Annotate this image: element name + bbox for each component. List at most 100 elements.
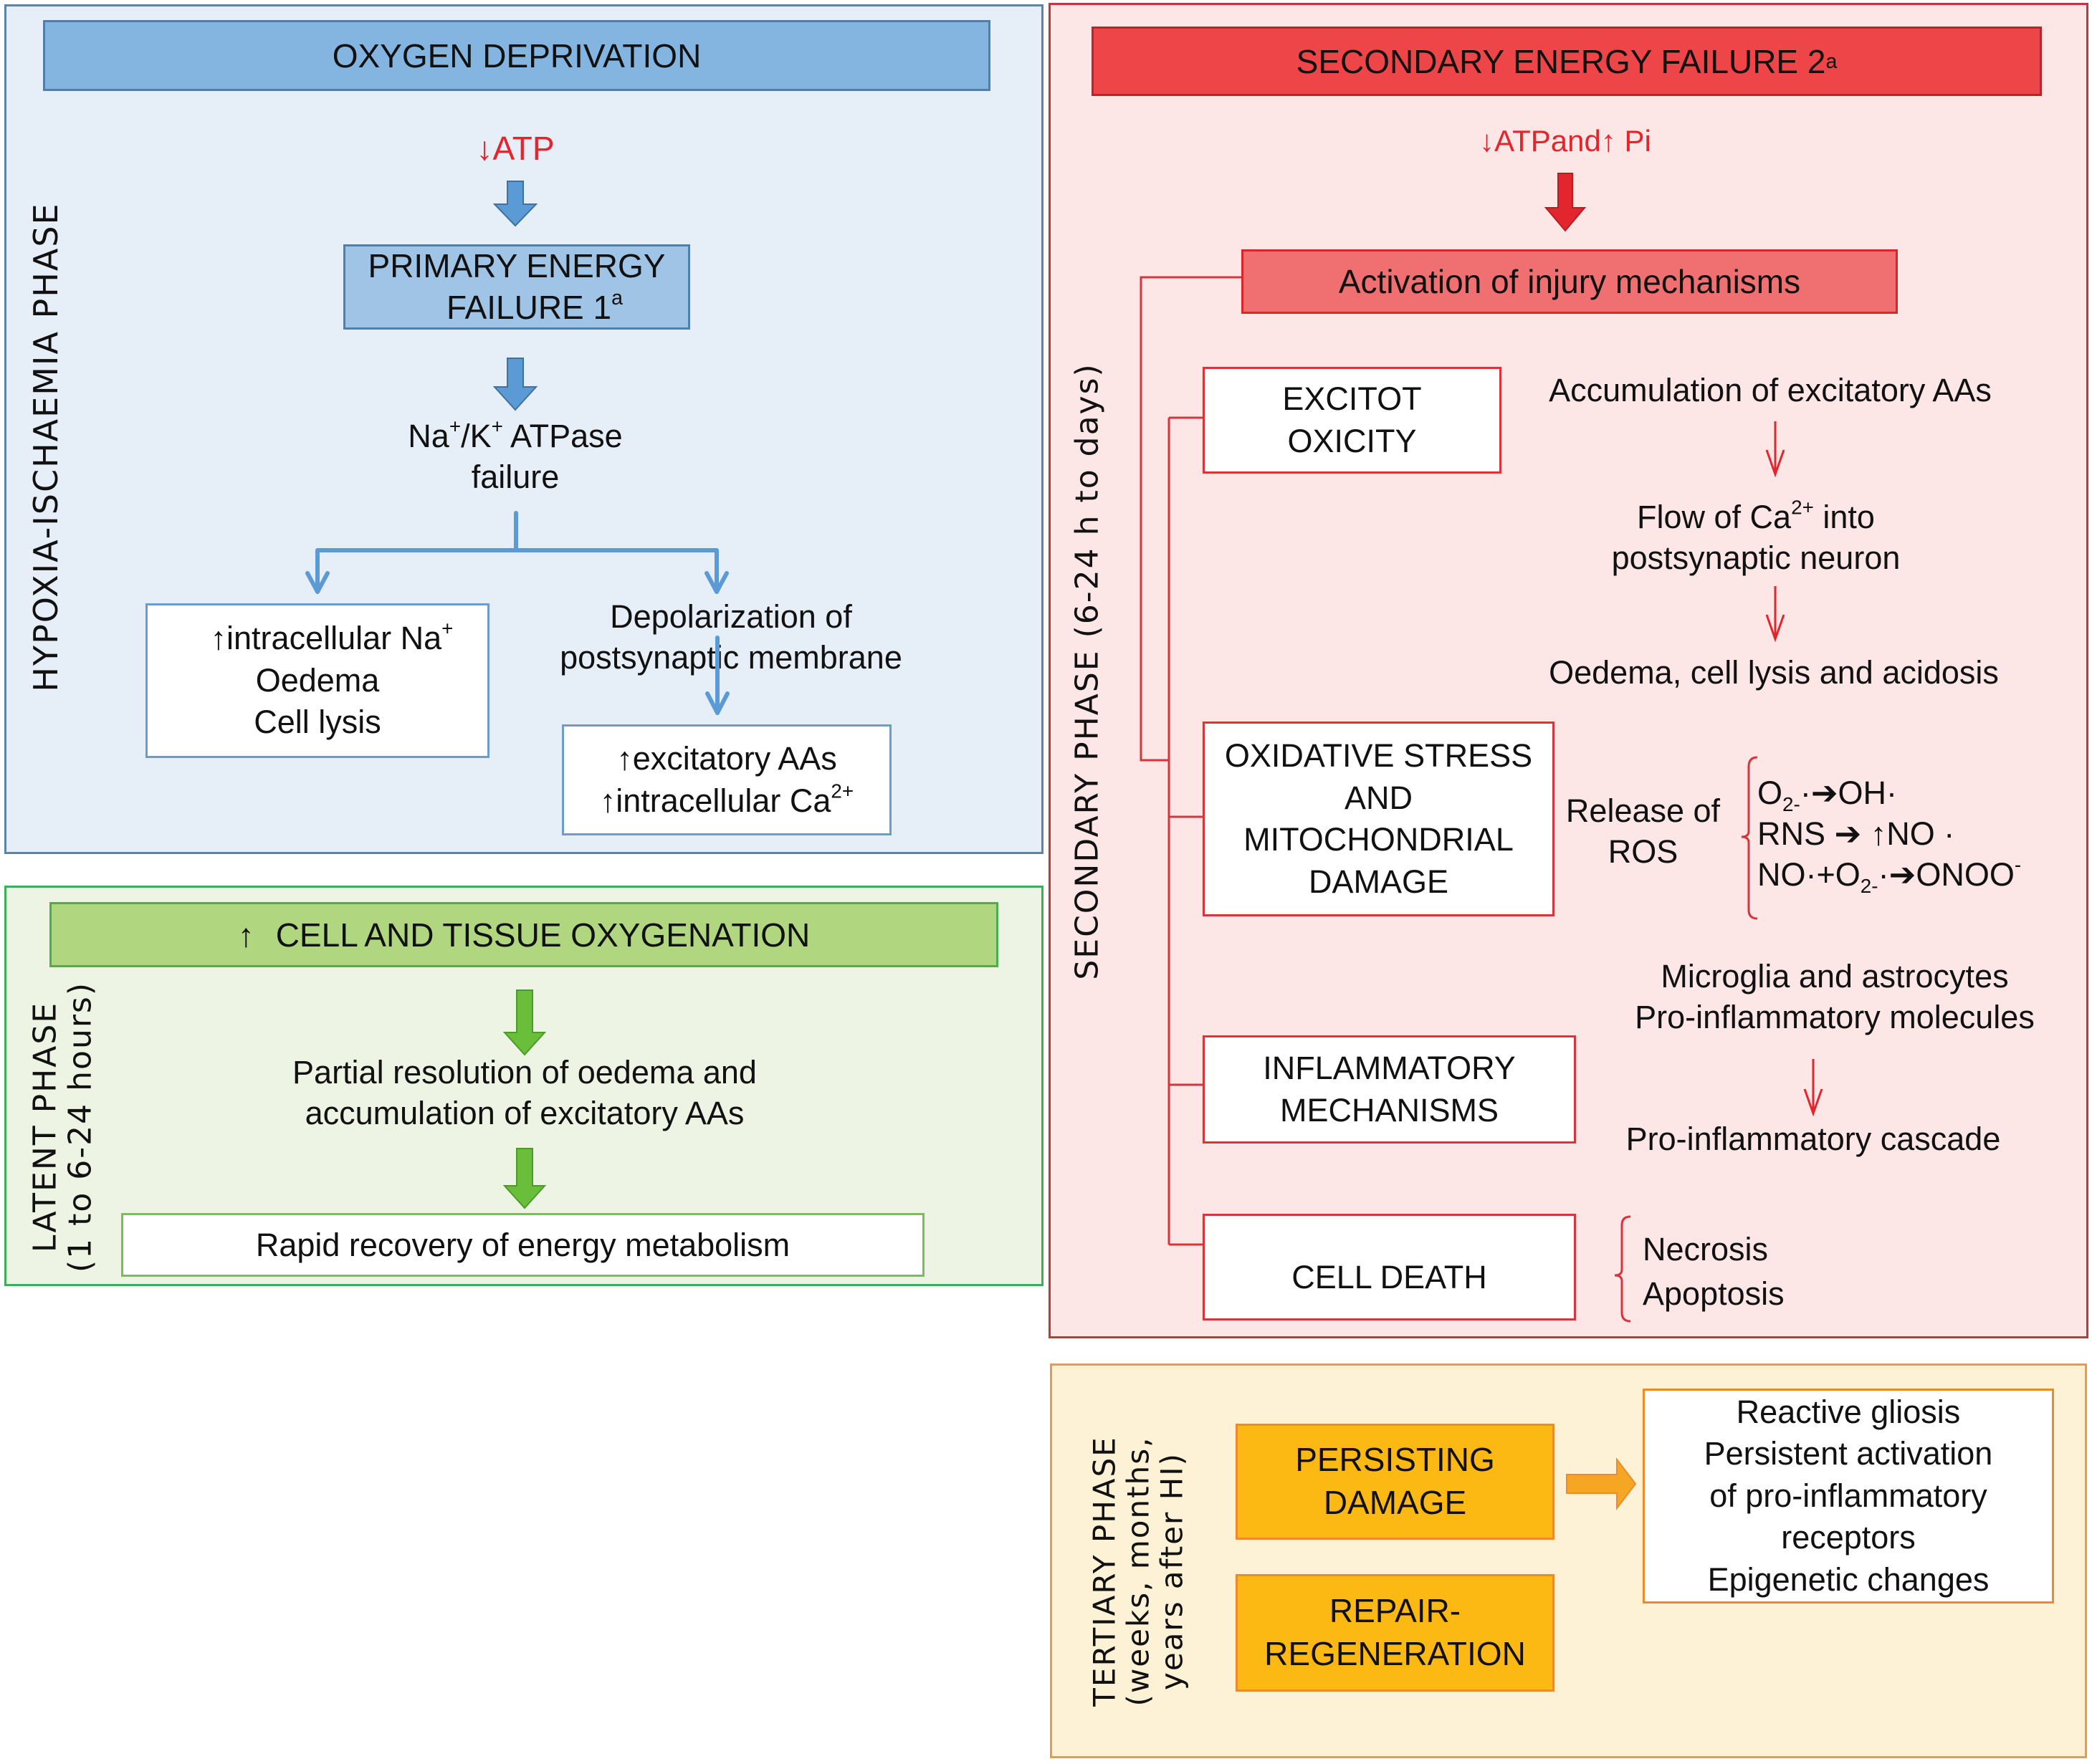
oxidative-line1: OXIDATIVE STRESS [1224,737,1533,774]
excitotoxicity-line1: EXCITOT [1282,380,1422,417]
latent-phase-label: LATENT PHASE (1 to 6-24 hours) [27,981,99,1273]
ca-flow-text: Flow of Ca [1637,499,1792,535]
outcome-reactive-gliosis: Reactive gliosis [1736,1393,1961,1430]
excitotoxicity-step2: Flow of Ca2+ into postsynaptic neuron [1541,497,1971,578]
ca-charge: 2+ [831,779,854,802]
atp-pi-label: ↓ATPand↑ Pi [1422,122,1709,160]
na-k-atpase-line2: failure [471,459,560,496]
reaction-product: NO · [1886,815,1955,853]
inflammatory-mechanisms-box: INFLAMMATORY MECHANISMS [1203,1035,1576,1144]
cell-death-types: Necrosis Apoptosis [1643,1227,1785,1316]
pro-inflammatory-cascade: Pro-inflammatory cascade [1625,1121,2001,1157]
k-text: /K [461,418,492,454]
oxygenation-text: CELL AND TISSUE OXYGENATION [275,916,811,954]
activation-text: Activation of injury mechanisms [1338,263,1801,300]
depolarization-text: Depolarization of postsynaptic membrane [545,596,917,678]
oxygen-deprivation-header: OXYGEN DEPRIVATION [43,20,990,91]
excitatory-aas-text: excitatory AAs [632,740,837,777]
primary-energy-failure-box: PRIMARY ENERGY FAILURE 1a [343,244,690,330]
na-k-atpase-line1: Na+/K+ ATPase [372,416,659,456]
cell-tissue-oxygenation-header: ↑ CELL AND TISSUE OXYGENATION [49,902,998,967]
cell-lysis-line: Cell lysis [254,704,381,741]
release-line2: ROS [1608,833,1678,871]
excitatory-aas-box: ↑excitatory AAs ↑intracellular Ca2+ [562,724,892,835]
oxidative-stress-box: OXIDATIVE STRESS AND MITOCHONDRIAL DAMAG… [1203,722,1554,916]
outcome-receptors: receptors [1781,1519,1916,1556]
reaction-product: OH· [1838,775,1898,811]
apoptosis-text: Apoptosis [1643,1275,1785,1313]
excitotoxicity-line2: OXICITY [1287,422,1417,459]
na-charge: + [449,415,462,438]
partial-resolution-text: Partial resolution of oedema and accumul… [202,1052,847,1133]
ros-reactions: O2-·➔OH· RNS ➔ ↑NO · NO·+O2-·➔ONOO- [1757,772,2021,898]
intracellular-na-text: intracellular Na [226,620,442,657]
tertiary-phase-duration1: (weeks, months, [1120,1436,1156,1707]
primary-superscript: a [611,286,623,310]
microglia-line: Microglia and astrocytes [1661,958,2009,994]
inflammatory-line2: MECHANISMS [1279,1091,1499,1128]
reaction-sub: 2- [1782,792,1800,815]
right-arrow-icon: ➔ [1888,856,1916,893]
cell-death-box: CELL DEATH [1203,1214,1576,1320]
primary-line2: FAILURE 1a [411,287,623,329]
up-arrow-icon: ↑ [237,916,254,954]
ca-flow-line1: Flow of Ca2+ into [1541,497,1971,537]
latent-phase-title: LATENT PHASE [27,1001,64,1253]
tertiary-phase-title: TERTIARY PHASE [1086,1436,1122,1707]
pro-inflammatory-molecules-line: Pro-inflammatory molecules [1635,999,2035,1036]
reaction-sub: 2- [1860,875,1878,898]
reaction-peroxynitrite: NO·+O2-·➔ONOO- [1757,854,2021,898]
hypoxia-phase-label: HYPOXIA-ISCHAEMIA PHASE [27,202,66,692]
intracellular-na-box: ↑intracellular Na+ Oedema Cell lysis [145,603,489,758]
oxygen-deprivation-text: OXYGEN DEPRIVATION [332,37,702,75]
reaction-rns: RNS ➔ ↑NO · [1757,813,2021,854]
down-arrow-icon: ↓ [476,130,493,167]
excitotoxicity-box: EXCITOT OXICITY [1203,367,1501,474]
rapid-recovery-box: Rapid recovery of energy metabolism [121,1213,925,1277]
depolarization-line2: postsynaptic membrane [560,639,902,676]
k-charge: + [491,415,503,438]
release-line1: Release of [1565,792,1721,829]
ca-charge: 2+ [1791,496,1814,519]
intracellular-ca-line: ↑intracellular Ca2+ [600,780,854,823]
atp-decrease-label: ↓ATP [444,128,587,169]
na-charge: + [441,617,454,640]
excitotoxicity-step3: Oedema, cell lysis and acidosis [1549,654,1999,691]
excitatory-aas-line: ↑excitatory AAs [616,738,837,780]
release-of-ros-text: Release of ROS [1555,790,1731,872]
oxidative-line4: DAMAGE [1308,863,1449,900]
partial-resolution-line2: accumulation of excitatory AAs [305,1095,745,1132]
outcome-persistent-activation: Persistent activation [1704,1435,1993,1472]
inflammatory-line1: INFLAMMATORY [1263,1050,1516,1086]
right-arrow-icon: ➔ [1810,775,1838,811]
activation-injury-mechanisms-box: Activation of injury mechanisms [1241,249,1898,314]
na-k-atpase-failure: Na+/K+ ATPase failure [372,416,659,497]
tertiary-phase-duration2: years after HI) [1154,1452,1190,1690]
oxidative-line3: MITOCHONDRIAL [1243,821,1514,858]
primary-line1: PRIMARY ENERGY [368,247,666,284]
repair-line2: REGENERATION [1264,1635,1526,1672]
tertiary-outcomes-box: Reactive gliosis Persistent activation o… [1643,1389,2054,1604]
outcome-epigenetic-changes: Epigenetic changes [1707,1561,1990,1598]
atpase-text: ATPase [502,418,623,454]
up-arrow-icon: ↑ [616,740,633,777]
persisting-damage-box: PERSISTING DAMAGE [1236,1424,1554,1540]
primary-line2-text: FAILURE 1 [446,288,612,326]
latent-phase-duration: (1 to 6-24 hours) [62,981,99,1273]
reaction-o: O [1757,775,1783,811]
reaction-superoxide: O2-·➔OH· [1757,772,2021,815]
necrosis-text: Necrosis [1643,1231,1769,1267]
excitotoxicity-step1: Accumulation of excitatory AAs [1549,372,1992,408]
reaction-lhs: NO·+O [1757,856,1861,893]
outcome-pro-inflammatory: of pro-inflammatory [1709,1477,1987,1514]
persisting-line2: DAMAGE [1323,1484,1467,1521]
intracellular-na-line: ↑intracellular Na+ [211,618,454,660]
na-text: Na [408,418,449,454]
up-arrow-icon: ↑ [599,782,616,819]
pi-text: Pi [1615,124,1651,158]
rapid-recovery-text: Rapid recovery of energy metabolism [255,1226,791,1263]
up-arrow-icon: ↑ [1600,124,1616,158]
secondary-header-text: SECONDARY ENERGY FAILURE 2 [1296,42,1826,80]
ca-flow-line2: postsynaptic neuron [1611,540,1901,577]
